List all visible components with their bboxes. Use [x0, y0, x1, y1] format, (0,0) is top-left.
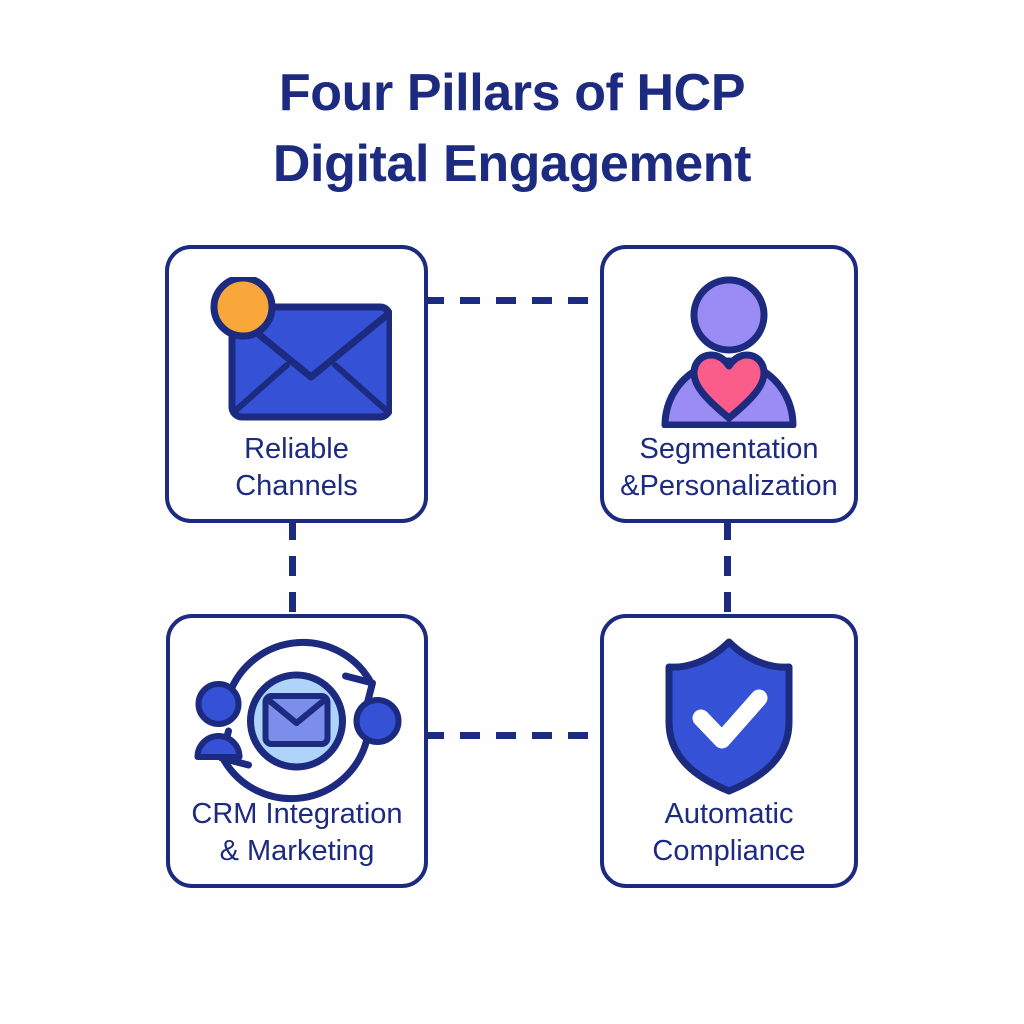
card-label-line-1: Reliable [244, 433, 349, 465]
connector-right-vertical [724, 520, 731, 618]
envelope-notification-icon [202, 274, 393, 432]
shield-check-icon [663, 636, 795, 801]
card-crm-integration-marketing[interactable]: CRM Integration & Marketing [166, 614, 428, 888]
card-label-crm-integration-marketing: CRM Integration & Marketing [191, 796, 402, 870]
card-label-segmentation-personalization: Segmentation &Personalization [620, 431, 838, 505]
card-label-line-1: Automatic [664, 798, 794, 830]
page-title-line-2: Digital Engagement [272, 134, 752, 193]
card-label-line-2: & Marketing [219, 834, 375, 867]
card-reliable-channels[interactable]: Reliable Channels [165, 245, 428, 523]
connector-top-horizontal [424, 297, 604, 304]
page-title: Four Pillars of HCP Digital Engagement [0, 58, 1024, 199]
card-label-reliable-channels: Reliable Channels [235, 431, 358, 505]
card-label-line-1: Segmentation [639, 433, 819, 465]
card-label-automatic-compliance: Automatic Compliance [652, 796, 805, 870]
sync-mail-contacts-icon [190, 638, 405, 808]
card-label-line-2: &Personalization [620, 469, 838, 502]
connector-left-vertical [289, 520, 296, 618]
card-automatic-compliance[interactable]: Automatic Compliance [600, 614, 858, 888]
card-label-line-2: Compliance [652, 834, 806, 867]
connector-bottom-horizontal [424, 732, 604, 739]
card-segmentation-personalization[interactable]: Segmentation &Personalization [600, 245, 858, 523]
card-label-line-1: CRM Integration [191, 798, 403, 830]
page-title-line-1: Four Pillars of HCP [278, 64, 746, 122]
card-label-line-2: Channels [235, 469, 358, 502]
person-heart-icon [654, 273, 804, 433]
